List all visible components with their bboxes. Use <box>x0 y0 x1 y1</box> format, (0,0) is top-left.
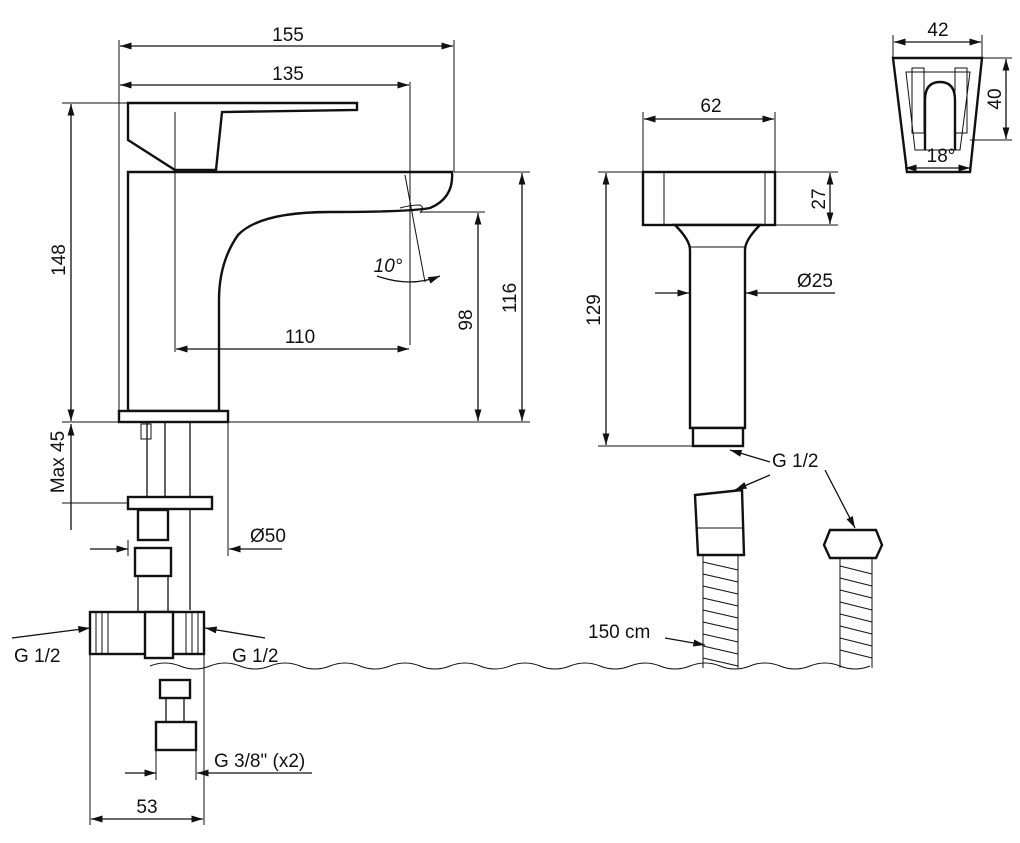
wall-holder-dimensions <box>892 35 1012 172</box>
dim-diameter-50: Ø50 <box>250 526 286 547</box>
dim-42: 42 <box>927 20 948 41</box>
cut-line <box>149 662 871 670</box>
hose-left <box>693 488 746 668</box>
dimension-labels: 155 135 110 148 98 116 Max 45 10° Ø50 G … <box>14 20 1006 818</box>
mounting-assembly <box>126 422 214 615</box>
dim-angle-10: 10° <box>374 256 403 277</box>
dim-148: 148 <box>49 244 70 276</box>
dim-53: 53 <box>136 797 157 818</box>
label-g38: G 3/8" (x2) <box>214 751 305 772</box>
label-g12-hose: G 1/2 <box>772 451 818 472</box>
dim-diameter-25: Ø25 <box>797 271 833 292</box>
wall-holder <box>891 56 984 174</box>
dim-max-45: Max 45 <box>48 431 69 493</box>
label-hose-length: 150 cm <box>588 622 650 643</box>
hand-shower-dimensions <box>598 112 856 529</box>
dim-98: 98 <box>456 309 477 330</box>
label-g12-left: G 1/2 <box>14 646 60 667</box>
label-g12-right: G 1/2 <box>232 646 278 667</box>
dim-angle-18: 18° <box>927 146 956 167</box>
dim-155: 155 <box>272 25 304 46</box>
hand-shower <box>641 170 777 448</box>
dim-62: 62 <box>700 96 721 117</box>
hose-length-arrow <box>664 637 706 647</box>
dim-135: 135 <box>272 64 304 85</box>
dim-129: 129 <box>584 294 605 326</box>
hose-right <box>822 528 884 668</box>
connection-valve <box>88 610 206 752</box>
dim-27: 27 <box>809 188 830 209</box>
faucet-dimension-lines <box>11 40 530 825</box>
dim-110: 110 <box>285 327 315 348</box>
dim-116: 116 <box>500 283 521 313</box>
dim-40: 40 <box>985 88 1006 109</box>
